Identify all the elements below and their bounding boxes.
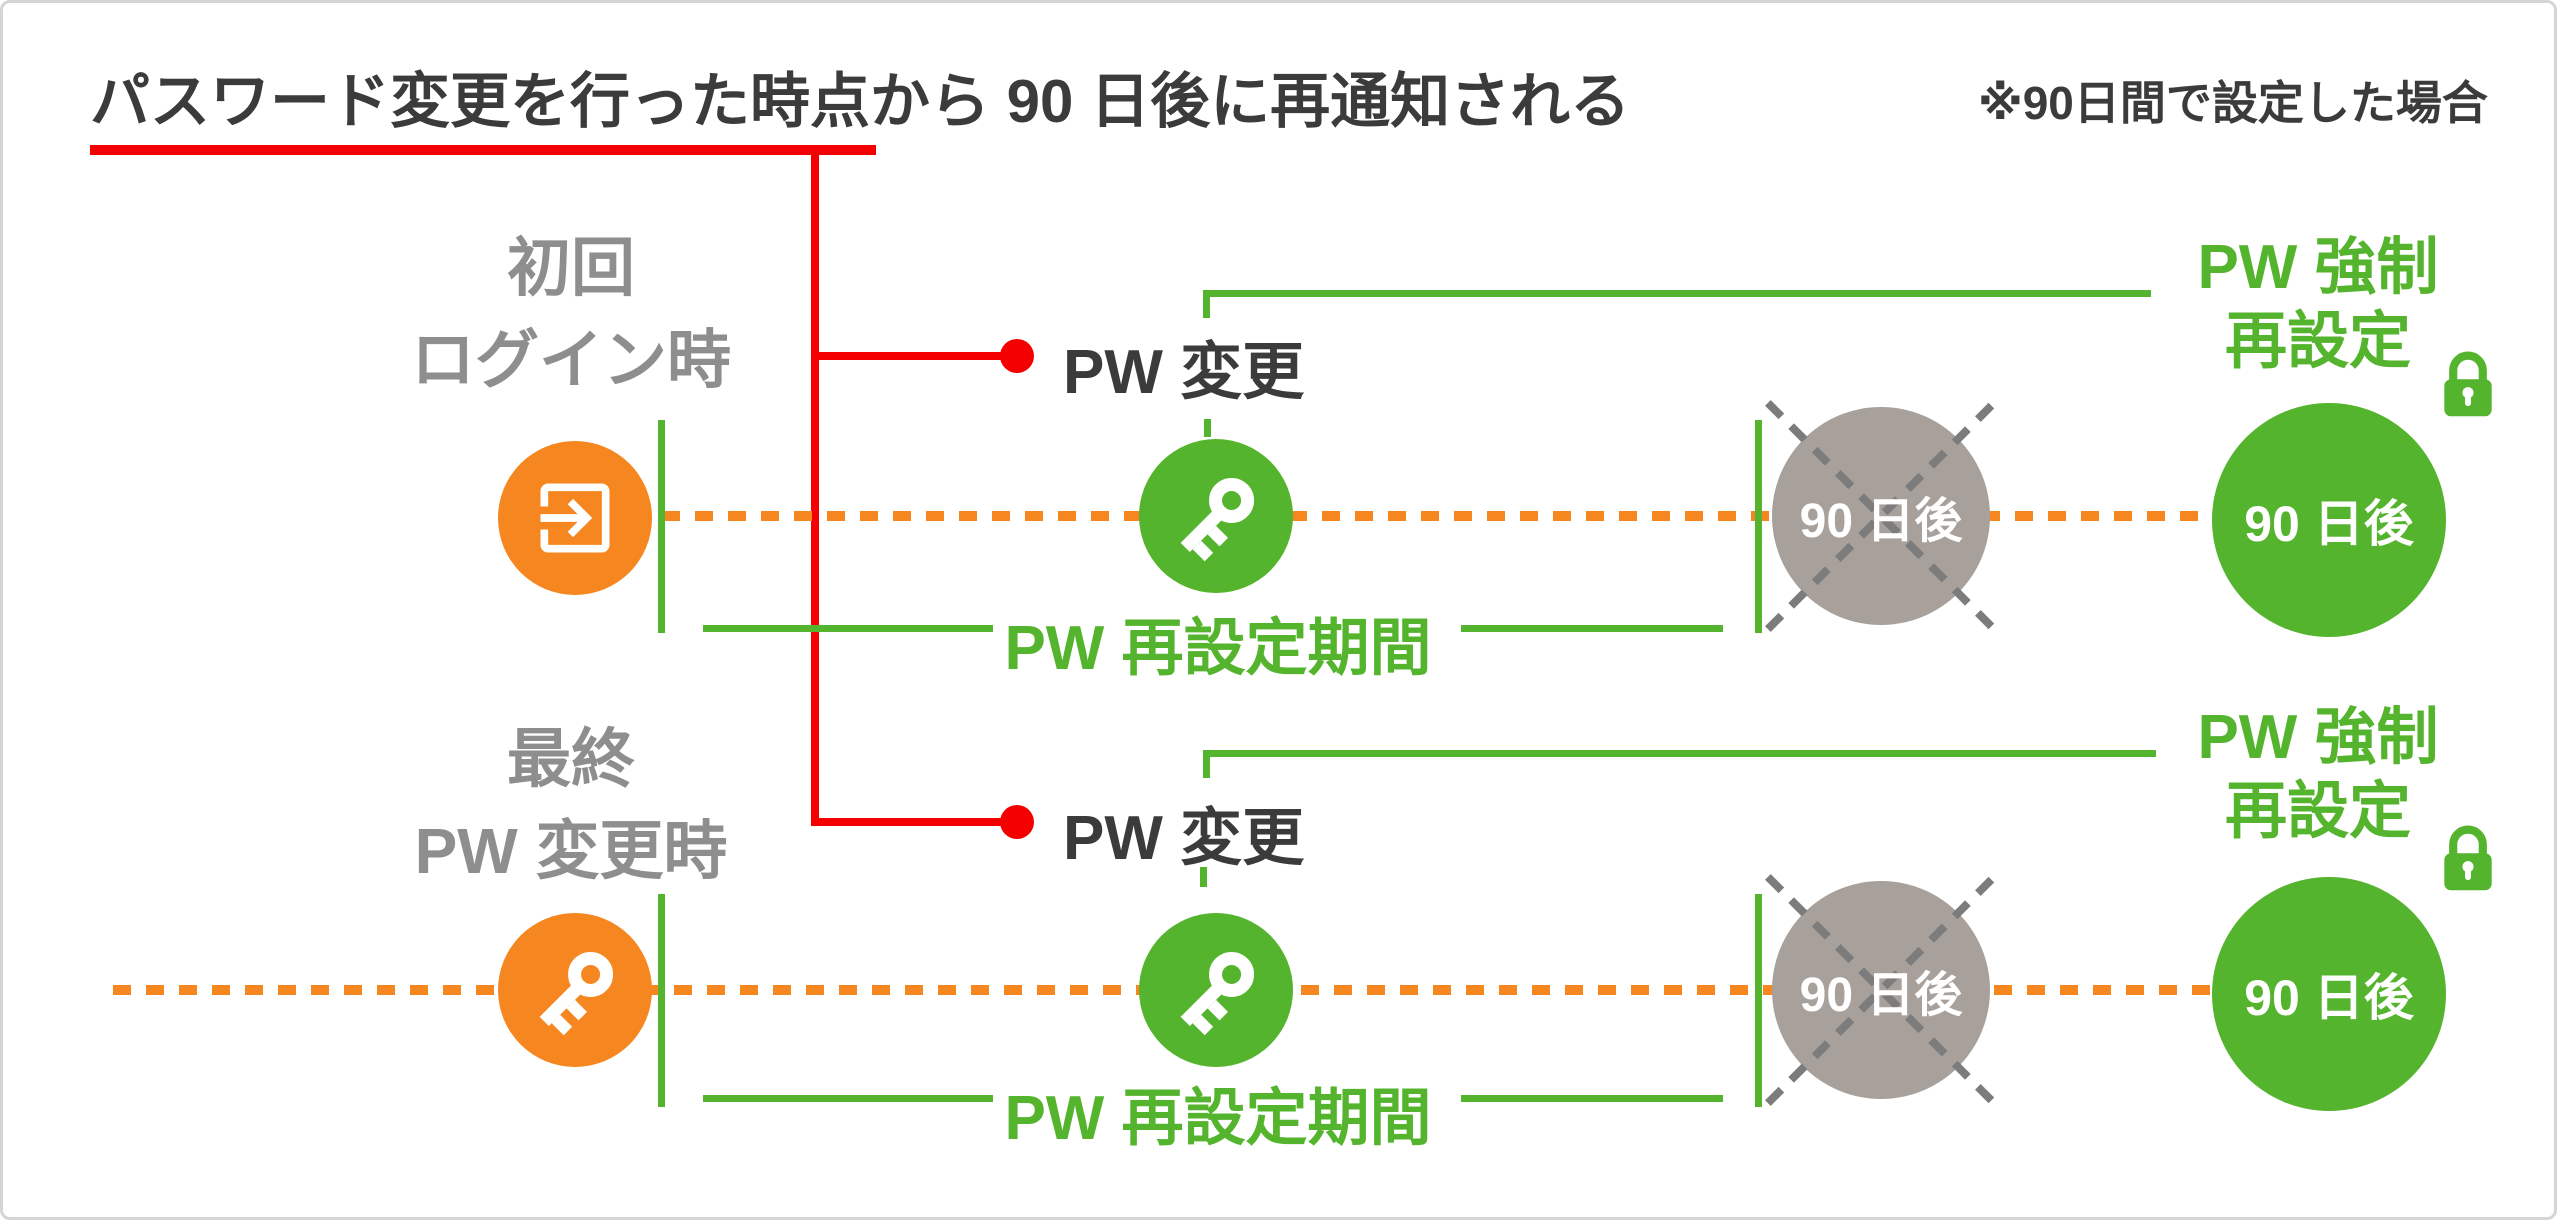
- start-label-row1: 初回 ログイン時: [371, 222, 771, 406]
- period-line-right-row1: [1461, 625, 1723, 632]
- force-reset-label-row2: PW 強制 再設定: [2163, 701, 2473, 849]
- timeline-dashed-row1: [563, 511, 2213, 521]
- period-tick-left-row1: [658, 420, 665, 633]
- force-bracket-row2: [1206, 750, 2156, 757]
- red-connector-stem: [811, 150, 819, 826]
- pw-change-circle-row2: [1139, 913, 1293, 1067]
- title-underline: [90, 145, 876, 155]
- login-icon: [540, 483, 610, 553]
- force-bracket-tick-bottom-row2: [1200, 867, 1207, 887]
- start-label-line2: ログイン時: [411, 324, 731, 396]
- period-tick-right-row2: [1755, 894, 1762, 1107]
- force-circle-label-row1: 90 日後: [2244, 496, 2414, 552]
- reset-period-label-row2: PW 再設定期間: [1004, 1084, 1432, 1153]
- red-connector-branch-row1: [815, 352, 1005, 360]
- red-pointer-dot-row2: [1000, 805, 1034, 839]
- start-label-line1: 最終: [507, 723, 635, 795]
- lock-icon: [2444, 351, 2492, 417]
- period-line-right-row2: [1461, 1095, 1723, 1102]
- start-label-row2: 最終 PW 変更時: [371, 713, 771, 897]
- force-reset-circle-row1: 90 日後: [2212, 403, 2446, 637]
- force-reset-label-row1: PW 強制 再設定: [2163, 231, 2473, 379]
- force-reset-line1: PW 強制: [2197, 703, 2439, 772]
- pw-change-circle-row1: [1139, 439, 1293, 593]
- red-connector-branch-row2: [815, 818, 1005, 826]
- start-event-circle-row2: [498, 913, 652, 1067]
- key-icon: [1180, 951, 1255, 1036]
- pw-change-label-row2: PW 変更: [1063, 804, 1305, 873]
- force-circle-label-row2: 90 日後: [2244, 970, 2414, 1026]
- period-line-left-row2: [703, 1095, 993, 1102]
- force-bracket-tick-top-row1: [1203, 290, 1210, 318]
- expired-circle-label-row1: 90 日後: [1799, 495, 1963, 548]
- pw-change-label-row1: PW 変更: [1063, 338, 1305, 407]
- red-pointer-dot-row1: [1000, 339, 1034, 373]
- force-bracket-tick-top-row2: [1203, 750, 1210, 778]
- key-icon: [539, 951, 614, 1036]
- force-bracket-tick-bottom-row1: [1204, 419, 1211, 437]
- force-bracket-row1: [1206, 290, 2151, 297]
- page-title: パスワード変更を行った時点から 90 日後に再通知される: [90, 68, 1631, 135]
- start-event-circle-row1: [498, 441, 652, 595]
- condition-note: ※90日間で設定した場合: [1978, 77, 2488, 129]
- force-reset-circle-row2: 90 日後: [2212, 877, 2446, 1111]
- period-line-left-row1: [703, 625, 993, 632]
- start-label-line2: PW 変更時: [414, 815, 728, 887]
- reset-period-label-row1: PW 再設定期間: [1004, 614, 1432, 683]
- force-reset-line2: 再設定: [2224, 307, 2411, 376]
- lock-icon: [2444, 825, 2492, 891]
- force-reset-line2: 再設定: [2224, 777, 2411, 846]
- period-tick-right-row1: [1755, 420, 1762, 633]
- key-icon: [1180, 477, 1255, 562]
- start-label-line1: 初回: [507, 232, 635, 304]
- period-tick-left-row2: [658, 894, 665, 1107]
- expired-circle-label-row2: 90 日後: [1799, 969, 1963, 1022]
- force-reset-line1: PW 強制: [2197, 233, 2439, 302]
